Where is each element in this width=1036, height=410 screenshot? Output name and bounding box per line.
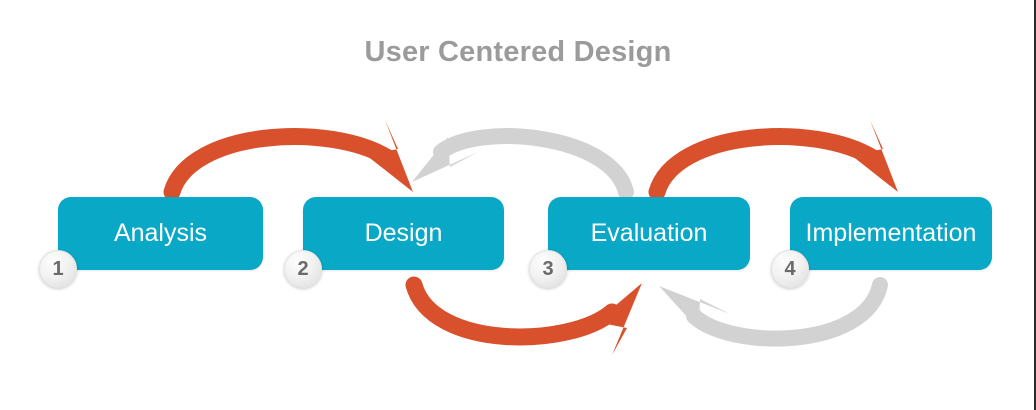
stage-label-implementation: Implementation [805,219,977,247]
step-circle-2: 2 [284,250,322,288]
stage-box-design[interactable]: Design [303,197,504,270]
step-number-3: 3 [542,257,554,280]
stage-box-analysis[interactable]: Analysis [58,197,263,270]
stage-label-evaluation: Evaluation [590,219,708,247]
step-number-4: 4 [784,257,796,280]
stage-label-analysis: Analysis [113,219,208,247]
stage-box-implementation[interactable]: Implementation [790,197,992,270]
step-circle-3: 3 [529,250,567,288]
step-circle-4: 4 [771,250,809,288]
arrow-evaluation-to-design [412,128,634,200]
arrow-design-to-evaluation [405,276,642,355]
step-circle-1: 1 [39,250,77,288]
stage-label-design: Design [364,219,443,247]
step-number-1: 1 [52,257,64,280]
arrow-analysis-to-design [163,120,413,201]
arrow-evaluation-to-implementation [648,120,898,201]
page-title: User Centered Design [364,36,672,68]
arrow-implementation-to-evaluation [659,277,888,347]
stage-box-evaluation[interactable]: Evaluation [548,197,750,270]
step-number-2: 2 [297,257,309,280]
